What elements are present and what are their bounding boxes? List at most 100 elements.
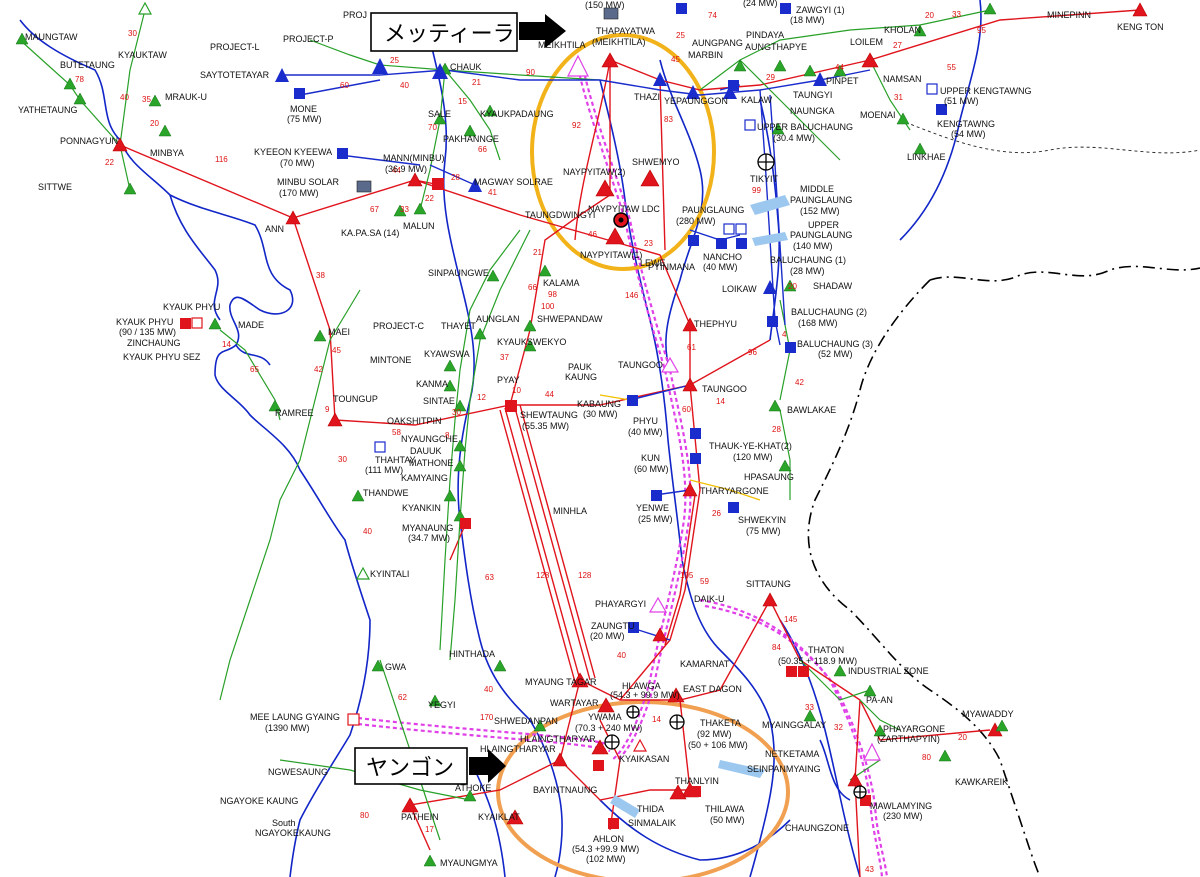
place-label: SHWEKYIN: [738, 515, 786, 525]
place-label: YEGYI: [428, 700, 456, 710]
place-label: KYAIKLAT: [478, 812, 520, 822]
callout-meiktila-label: メッティーラ: [384, 21, 515, 46]
place-label: (230 MW): [883, 811, 923, 821]
line-number: 33: [952, 10, 961, 19]
place-label: KYAUKSWEKYO: [497, 337, 566, 347]
place-label: TAUNGOO: [618, 360, 663, 370]
place-label: THIDA: [637, 804, 664, 814]
place-label: MARBIN: [688, 50, 723, 60]
place-label: TAUNGDWINGYI: [525, 210, 595, 220]
line-number: 21: [533, 248, 542, 257]
place-label: KAMARNAT: [680, 659, 730, 669]
line-number: 4: [782, 330, 787, 339]
line-number: 15: [458, 97, 467, 106]
line-number: 27: [893, 41, 902, 50]
line-number: 14: [716, 397, 725, 406]
place-label: YWAMA: [588, 712, 622, 722]
thermal-plants: [180, 178, 871, 829]
place-label: (51 MW): [944, 96, 979, 106]
place-label: SHWEMYO: [632, 157, 680, 167]
place-label: PHYU: [633, 416, 658, 426]
place-label: (50 + 106 MW): [688, 740, 748, 750]
place-label: THAYET: [441, 321, 476, 331]
place-label: ATHOKE: [455, 783, 491, 793]
place-label: PAUNGLAUNG: [790, 195, 852, 205]
switching-stations: [604, 153, 867, 799]
line-number: 28: [451, 173, 460, 182]
place-label: SALE: [428, 109, 451, 119]
place-label: MANN(MINBU): [383, 153, 445, 163]
reservoir-markers: [610, 195, 790, 818]
place-label: (MEIKHTILA): [592, 37, 646, 47]
line-number: 95: [977, 26, 986, 35]
line-number: 70: [428, 123, 437, 132]
line-number: 33: [805, 703, 814, 712]
place-label: (24 MW): [743, 0, 778, 8]
place-label: (28 MW): [790, 266, 825, 276]
place-label: KENG TON: [1117, 22, 1164, 32]
line-number: 42: [795, 378, 804, 387]
place-label: KALAMA: [543, 278, 580, 288]
line-number: 46: [588, 230, 597, 239]
place-label: (60 MW): [634, 464, 669, 474]
place-label: (25 MW): [638, 514, 673, 524]
place-label: ZAUNGTU: [591, 621, 635, 631]
solar-plant-icons: [356, 7, 619, 193]
line-number: 116: [215, 155, 228, 164]
place-label: KHOLAN: [884, 25, 921, 35]
place-label: (52 MW): [818, 349, 853, 359]
line-number: 30: [128, 29, 137, 38]
place-label: YATHETAUNG: [18, 105, 78, 115]
line-number: 20: [788, 282, 797, 291]
line-number: 45: [671, 55, 680, 64]
line-number: 65: [250, 365, 259, 374]
place-label: DAIK-U: [694, 594, 725, 604]
line-number: 28: [772, 425, 781, 434]
line-number: 128: [536, 571, 550, 580]
place-label: NYAUNGCHE: [401, 434, 458, 444]
place-label: (120 MW): [733, 452, 773, 462]
place-label: (ZARTHAPYIN): [877, 734, 940, 744]
place-label: MYAINGGALAY: [762, 720, 826, 730]
planned-substations: [137, 1, 881, 761]
place-label: MINBU SOLAR: [277, 177, 340, 187]
substations-132kv: [15, 2, 1009, 867]
line-number: 61: [687, 343, 696, 352]
place-label: AUNGTHAPYE: [745, 42, 807, 52]
place-label: BALUCHAUNG (1): [770, 255, 846, 265]
place-label: (140 MW): [793, 241, 833, 251]
line-number: 20: [150, 119, 159, 128]
place-label: YEPAUNGGON: [664, 96, 728, 106]
line-number: 84: [772, 643, 781, 652]
place-label: MEIKHTILA: [538, 40, 586, 50]
place-label: (54.3 +99.9 MW): [572, 844, 639, 854]
place-label: SITTAUNG: [746, 579, 791, 589]
line-number: 43: [865, 865, 874, 874]
place-label: PHAYARGYI: [595, 599, 646, 609]
substations-230kv: [112, 2, 1148, 825]
place-label: HLAWGA: [622, 681, 661, 691]
place-label: (75 MW): [746, 526, 781, 536]
place-label: DAUUK: [410, 446, 442, 456]
line-number: 9: [325, 405, 330, 414]
place-label: THAPAYATWA: [596, 26, 655, 36]
place-label: NGWESAUNG: [268, 767, 328, 777]
place-label: KYEEON KYEEWA: [254, 147, 332, 157]
place-label: KUN: [641, 453, 660, 463]
place-label: WARTAYAR: [550, 698, 599, 708]
place-label: PYAY: [497, 375, 520, 385]
line-number: 14: [222, 340, 231, 349]
place-label: MYANAUNG: [402, 523, 453, 533]
place-label: NAYPYITAW LDC: [588, 204, 660, 214]
place-label: AHLON: [593, 834, 624, 844]
place-label: MAGWAY SOLRAE: [474, 177, 553, 187]
place-label: THEPHYU: [694, 319, 737, 329]
place-label: UPPER KENGTAWNG: [940, 86, 1032, 96]
line-number: 44: [392, 166, 401, 175]
place-label: KAUNG: [565, 372, 597, 382]
place-label: TAUNGOO: [702, 384, 747, 394]
place-label: PHAYARGONE: [883, 724, 945, 734]
place-label: NAYPYITAW(1): [580, 250, 642, 260]
place-label: KABAUNG: [577, 399, 621, 409]
line-number: 38: [316, 271, 325, 280]
